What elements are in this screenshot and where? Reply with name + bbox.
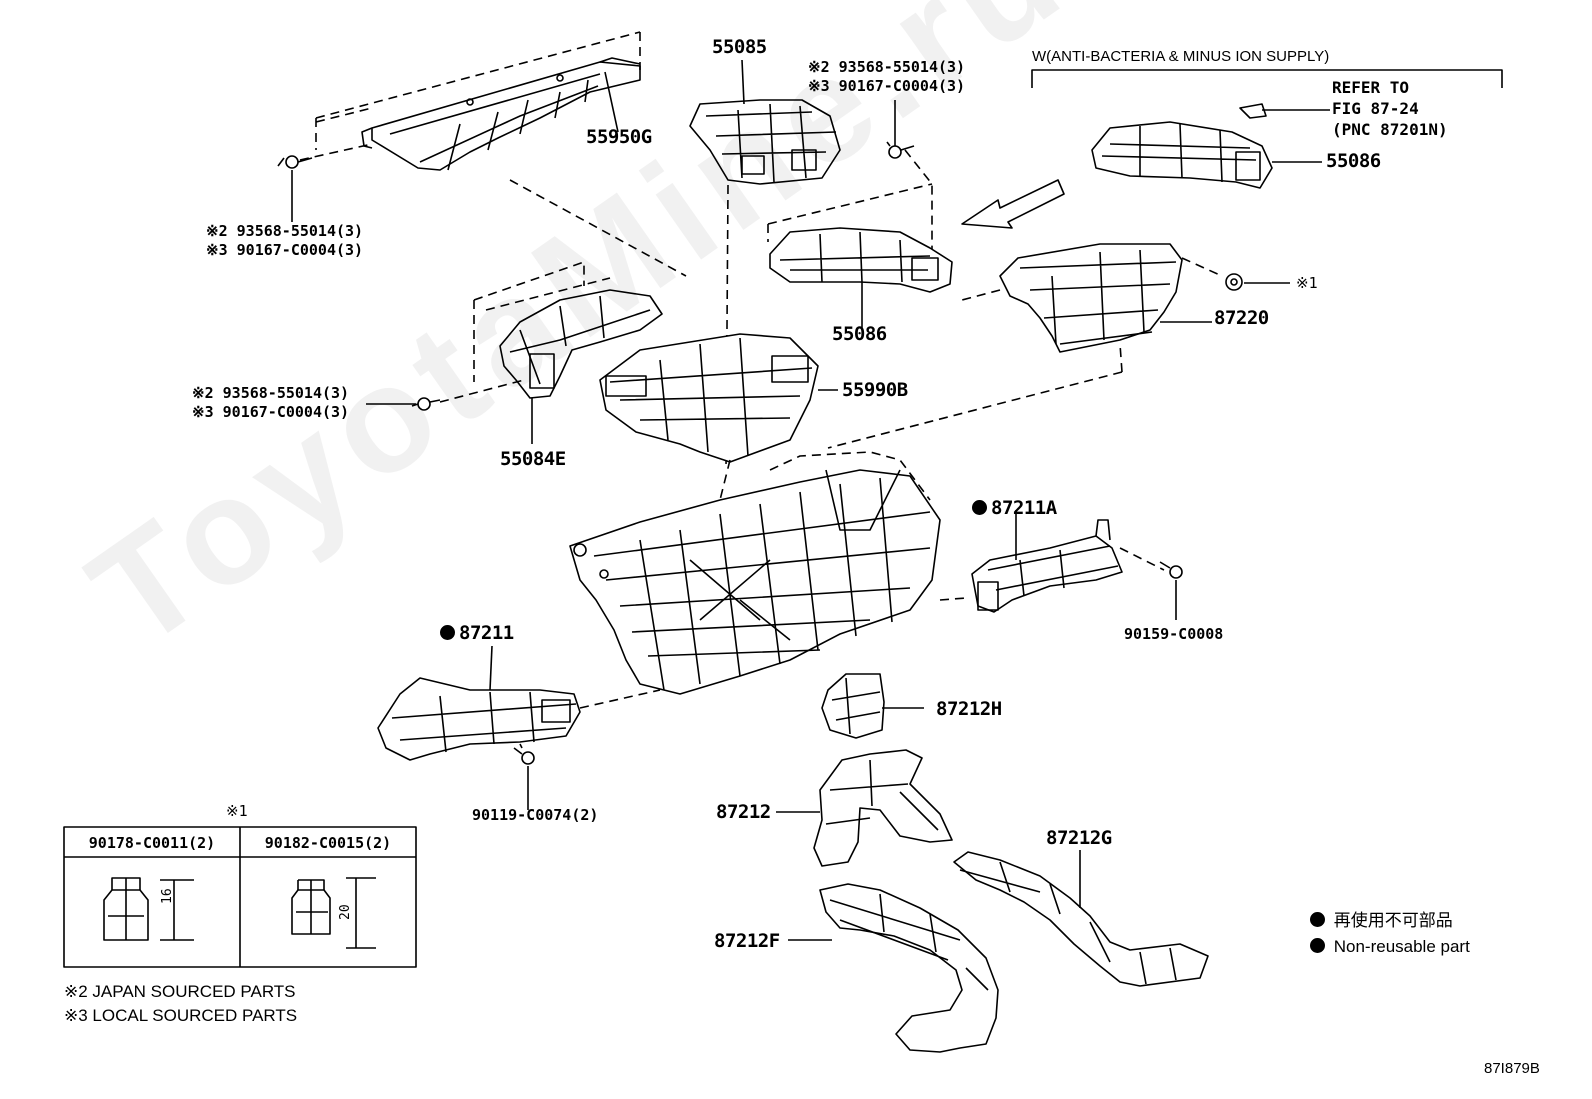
screw-callout-left-top: ※2 93568-55014(3) ※3 90167-C0004(3) — [206, 222, 364, 259]
duct-87211 — [377, 677, 581, 761]
label-55084e[interactable]: 55084E — [500, 448, 566, 470]
label-55085[interactable]: 55085 — [712, 36, 767, 58]
duct-87212g — [953, 851, 1209, 987]
label-87220[interactable]: 87220 — [1214, 307, 1269, 329]
label-90119[interactable]: 90119-C0074(2) — [472, 806, 599, 824]
duct-87212f — [819, 883, 999, 1053]
fastener-header-2[interactable]: 90182-C0015(2) — [264, 834, 392, 852]
dim-20: 20 — [338, 904, 353, 920]
duct-55950g — [361, 57, 641, 171]
figure-code: 87I879B — [1484, 1060, 1540, 1077]
screw-callout-left-mid: ※2 93568-55014(3) ※3 90167-C0004(3) — [192, 384, 350, 421]
label-55990b[interactable]: 55990B — [842, 379, 908, 401]
screw-callout-center-top: ※2 93568-55014(3) ※3 90167-C0004(3) — [808, 58, 966, 95]
duct-87212h — [821, 673, 885, 739]
label-87211a[interactable]: 87211A — [972, 499, 1057, 518]
non-reusable-dot-icon — [1310, 912, 1325, 927]
nut-note1 — [1225, 273, 1243, 291]
bolt-left-top — [277, 155, 313, 169]
footnote-japan: ※2 JAPAN SOURCED PARTS — [64, 982, 296, 1001]
duct-87212 — [813, 749, 953, 867]
note1-marker: ※1 — [1296, 274, 1318, 292]
legend-item-en: Non-reusable part — [1310, 934, 1470, 960]
bolt-90159 — [1159, 561, 1183, 579]
direction-arrow — [961, 179, 1065, 229]
non-reusable-dot-icon — [1310, 937, 1325, 953]
duct-87211a — [971, 519, 1123, 613]
duct-55086-mid — [769, 227, 953, 293]
fastener-table-title: ※1 — [226, 802, 248, 820]
bolt-left-mid — [411, 397, 441, 411]
hvac-unit — [569, 451, 941, 695]
non-reusable-dot-icon — [440, 625, 455, 640]
duct-55086-top — [1091, 103, 1273, 189]
dim-16: 16 — [160, 888, 175, 904]
option-title: W(ANTI-BACTERIA & MINUS ION SUPPLY) — [1032, 48, 1330, 65]
duct-55085 — [689, 99, 841, 185]
label-87212[interactable]: 87212 — [716, 801, 771, 823]
option-bracket — [1031, 69, 1503, 88]
label-87212f[interactable]: 87212F — [714, 930, 780, 952]
fastener-table — [63, 826, 417, 968]
label-90159[interactable]: 90159-C0008 — [1124, 625, 1224, 643]
label-55086-top[interactable]: 55086 — [1326, 150, 1381, 172]
fastener-header-1[interactable]: 90178-C0011(2) — [88, 834, 216, 852]
duct-55084e — [499, 289, 663, 399]
label-55086-mid[interactable]: 55086 — [832, 323, 887, 345]
non-reusable-dot-icon — [972, 500, 987, 515]
duct-55990b — [599, 333, 819, 463]
label-87212g[interactable]: 87212G — [1046, 827, 1112, 849]
duct-87220 — [999, 243, 1183, 353]
legend: 再使用不可部品 Non-reusable part — [1310, 908, 1470, 959]
footnote-local: ※3 LOCAL SOURCED PARTS — [64, 1006, 298, 1025]
legend-item-jp: 再使用不可部品 — [1310, 908, 1470, 934]
label-55950g[interactable]: 55950G — [586, 126, 652, 148]
label-87211[interactable]: 87211 — [440, 624, 514, 643]
bolt-90119 — [513, 747, 535, 765]
label-87212h[interactable]: 87212H — [936, 698, 1002, 720]
bolt-center-top — [886, 141, 915, 159]
refer-note[interactable]: REFER TO FIG 87-24 (PNC 87201N) — [1332, 78, 1448, 139]
